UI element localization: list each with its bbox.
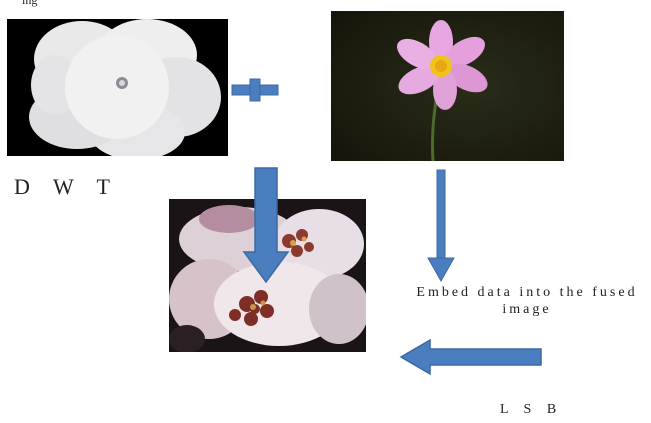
pink-flower-image	[331, 11, 564, 161]
left-arrow-lsb	[400, 339, 542, 375]
lsb-label: L S B	[500, 402, 562, 418]
dwt-label: D W T	[14, 174, 119, 200]
caption-fragment: ing	[22, 0, 142, 18]
plus-icon	[232, 79, 278, 101]
white-flower-image	[7, 19, 228, 156]
down-arrow-dwt	[244, 168, 288, 283]
embed-label: Embed data into the fused image	[402, 284, 651, 318]
down-arrow-embed	[426, 170, 456, 282]
